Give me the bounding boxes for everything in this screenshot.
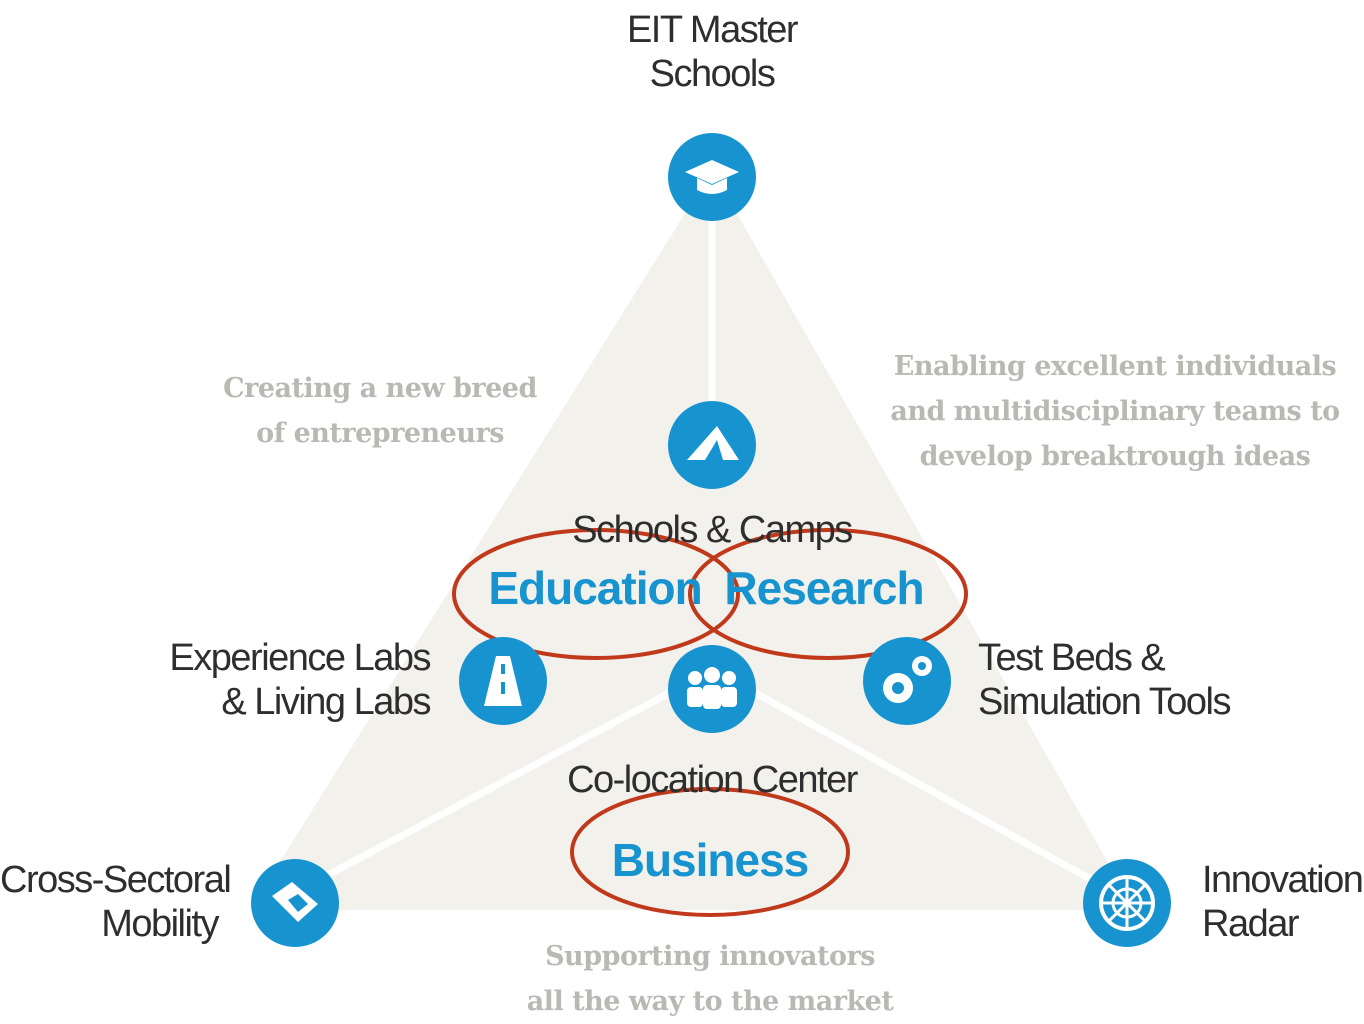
gears-icon (863, 637, 951, 725)
innovation-radar-line2: Radar (1202, 903, 1300, 945)
label-schools-camps: Schools & Camps (572, 509, 853, 551)
caption-left-line1: Creating a new breed (223, 373, 537, 404)
handshake-icon (251, 859, 339, 947)
experience-labs-line1: Experience Labs (169, 637, 431, 679)
connector-left (298, 686, 677, 894)
caption-bottom-line1: Supporting innovators (545, 941, 875, 972)
graduation-cap-icon (668, 133, 756, 221)
innovation-radar-line1: Innovation (1202, 859, 1364, 901)
caption-right-line3: develop breaktrough ideas (919, 441, 1311, 472)
pillar-business: Business (611, 834, 810, 886)
test-beds-line1: Test Beds & (978, 637, 1166, 679)
triangle-background (250, 170, 1135, 910)
label-test-beds: Test Beds & Simulation Tools (978, 636, 1258, 724)
pillar-education: Education (488, 562, 702, 614)
caption-right-line2: and multidisciplinary teams to (890, 396, 1340, 427)
caption-right: Enabling excellent individuals and multi… (880, 344, 1350, 479)
highlight-ellipse-education (452, 528, 740, 660)
label-innovation-radar: Innovation Radar (1202, 858, 1364, 946)
highlight-ellipse-business (570, 787, 850, 917)
caption-right-line1: Enabling excellent individuals (893, 351, 1337, 382)
caption-bottom: Supporting innovators all the way to the… (500, 934, 920, 1024)
label-experience-labs: Experience Labs & Living Labs (150, 636, 431, 724)
road-icon (459, 637, 547, 725)
label-eit-master-schools: EIT Master Schools (580, 8, 844, 96)
connector-right (748, 686, 1112, 894)
experience-labs-line2: & Living Labs (221, 681, 431, 723)
cross-sectoral-line1: Cross-Sectoral (0, 859, 232, 901)
pillar-research: Research (724, 562, 924, 614)
caption-bottom-line2: all the way to the market (526, 986, 894, 1017)
label-co-location-center: Co-location Center (567, 759, 858, 801)
tent-icon (668, 401, 756, 489)
test-beds-line2: Simulation Tools (978, 681, 1232, 723)
radar-icon (1083, 859, 1171, 947)
eit-master-line2: Schools (649, 53, 776, 95)
eit-master-line1: EIT Master (626, 9, 799, 51)
label-cross-sectoral: Cross-Sectoral Mobility (0, 858, 232, 946)
caption-left-line2: of entrepreneurs (256, 418, 504, 449)
people-group-icon (668, 645, 756, 733)
cross-sectoral-line2: Mobility (101, 903, 219, 945)
caption-left: Creating a new breed of entrepreneurs (195, 366, 565, 456)
highlight-ellipse-research (688, 528, 968, 660)
